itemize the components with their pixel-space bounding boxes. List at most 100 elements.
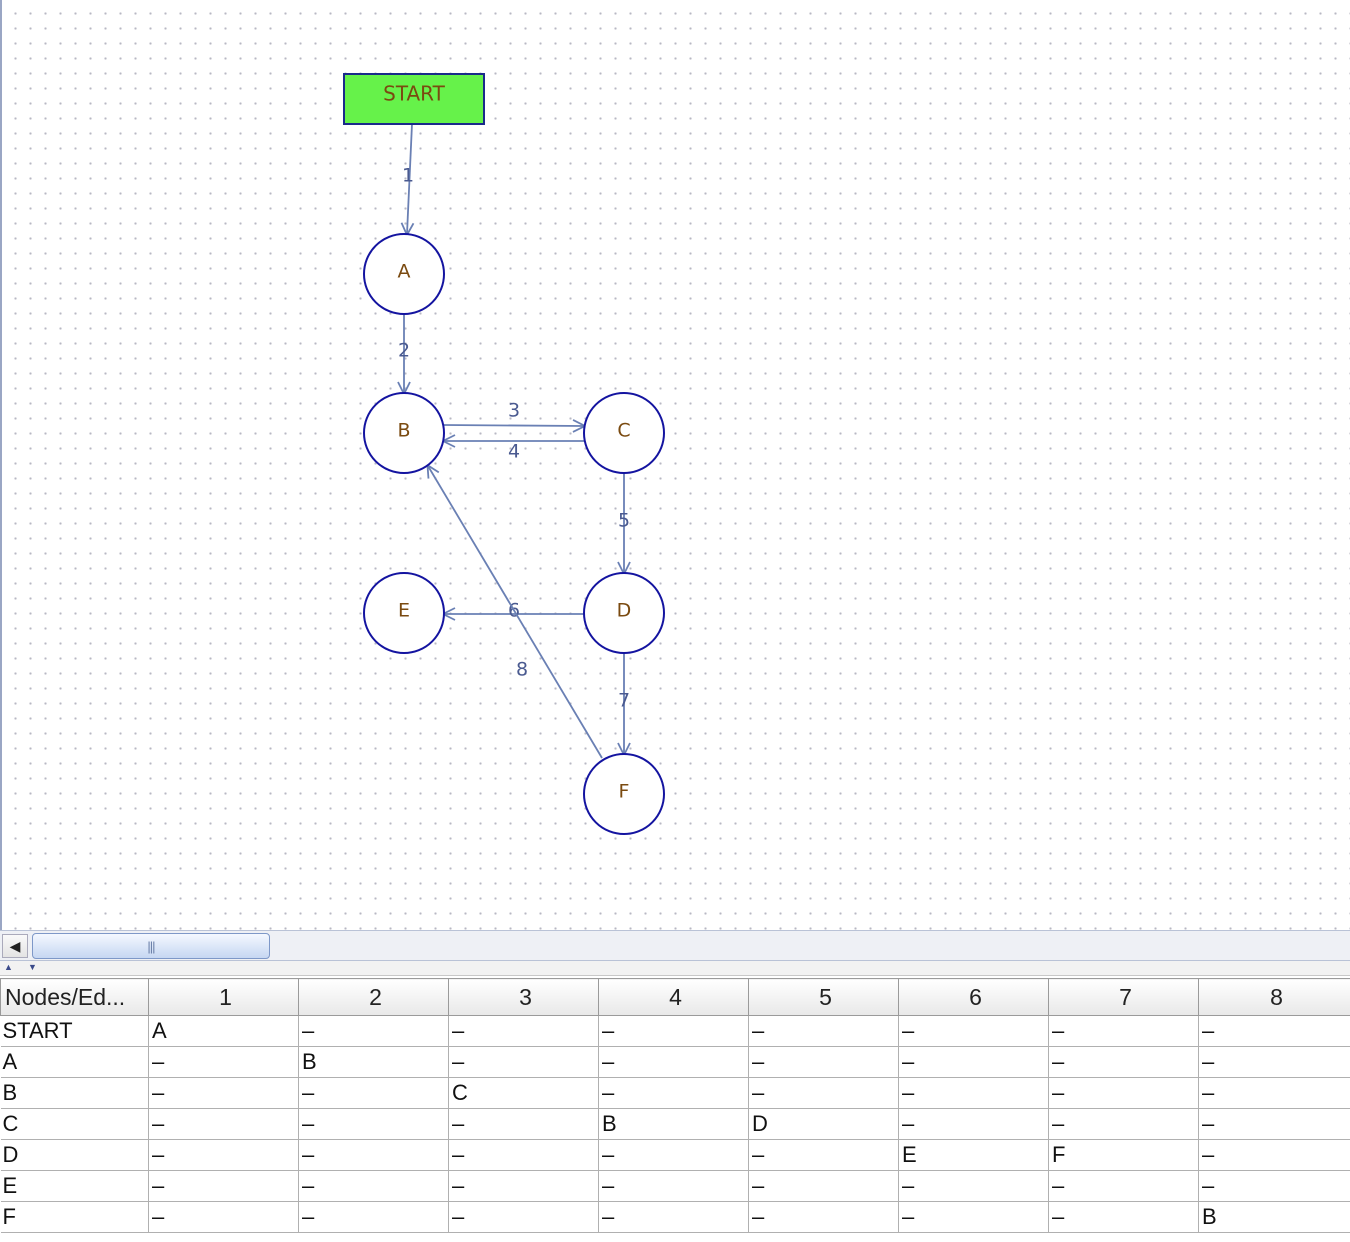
table-cell[interactable]: – [898,1046,1049,1078]
table-cell[interactable]: C [448,1077,599,1109]
edge-2[interactable]: 2 [398,314,410,393]
table-cell[interactable]: – [748,1015,899,1047]
header-edge-7[interactable]: 7 [1048,978,1199,1016]
table-cell[interactable]: – [448,1046,599,1078]
node-circle[interactable] [583,572,665,654]
table-cell[interactable]: – [1198,1170,1350,1202]
table-cell[interactable]: – [898,1108,1049,1140]
table-cell[interactable]: – [748,1170,899,1202]
table-cell[interactable]: – [598,1201,749,1233]
horizontal-scrollbar[interactable]: ◀ ||| [0,930,1350,961]
edge-line[interactable] [443,425,584,426]
node-c[interactable]: C [583,392,665,474]
table-cell[interactable]: – [1198,1077,1350,1109]
table-cell[interactable]: – [598,1170,749,1202]
header-edge-2[interactable]: 2 [298,978,449,1016]
table-cell[interactable]: – [748,1139,899,1171]
node-circle[interactable] [583,392,665,474]
node-f[interactable]: F [583,753,665,835]
scroll-left-button[interactable]: ◀ [2,934,28,958]
table-cell[interactable]: – [148,1139,299,1171]
row-node-label[interactable]: START [0,1015,149,1047]
node-circle[interactable] [363,233,445,315]
node-e[interactable]: E [363,572,445,654]
header-edge-3[interactable]: 3 [448,978,599,1016]
header-edge-6[interactable]: 6 [898,978,1049,1016]
table-cell[interactable]: A [148,1015,299,1047]
table-cell[interactable]: – [448,1015,599,1047]
table-cell[interactable]: – [298,1015,449,1047]
table-cell[interactable]: – [298,1139,449,1171]
table-row[interactable]: E–––––––– [0,1170,1350,1202]
table-cell[interactable]: – [748,1201,899,1233]
table-cell[interactable]: – [1048,1077,1199,1109]
table-cell[interactable]: D [748,1108,899,1140]
table-cell[interactable]: B [1198,1201,1350,1233]
arrow-up-icon[interactable]: ▲ [4,962,13,972]
table-cell[interactable]: – [298,1170,449,1202]
edge-1[interactable]: 1 [402,123,414,234]
row-node-label[interactable]: A [0,1046,149,1078]
header-edge-8[interactable]: 8 [1198,978,1350,1016]
table-cell[interactable]: – [448,1108,599,1140]
edge-4[interactable]: 4 [444,441,584,463]
table-cell[interactable]: B [298,1046,449,1078]
start-node[interactable]: START [343,73,485,125]
table-cell[interactable]: – [298,1108,449,1140]
row-node-label[interactable]: C [0,1108,149,1140]
table-cell[interactable]: – [148,1170,299,1202]
table-cell[interactable]: F [1048,1139,1199,1171]
table-cell[interactable]: – [898,1201,1049,1233]
edge-5[interactable]: 5 [618,473,630,573]
table-cell[interactable]: – [748,1077,899,1109]
node-a[interactable]: A [363,233,445,315]
table-cell[interactable]: – [448,1139,599,1171]
node-circle[interactable] [363,392,445,474]
table-cell[interactable]: – [148,1201,299,1233]
table-cell[interactable]: – [1048,1170,1199,1202]
table-cell[interactable]: – [898,1170,1049,1202]
table-cell[interactable]: – [598,1077,749,1109]
row-node-label[interactable]: B [0,1077,149,1109]
table-cell[interactable]: – [298,1077,449,1109]
edge-line[interactable] [428,466,603,759]
header-edge-4[interactable]: 4 [598,978,749,1016]
edge-3[interactable]: 3 [443,400,584,427]
row-node-label[interactable]: E [0,1170,149,1202]
node-b[interactable]: B [363,392,445,474]
table-row[interactable]: A–B–––––– [0,1046,1350,1078]
row-node-label[interactable]: D [0,1139,149,1171]
table-cell[interactable]: – [298,1201,449,1233]
table-cell[interactable]: – [448,1201,599,1233]
edge-line[interactable] [407,123,412,234]
node-circle[interactable] [363,572,445,654]
table-cell[interactable]: – [598,1139,749,1171]
table-cell[interactable]: – [1198,1015,1350,1047]
scroll-thumb[interactable]: ||| [32,933,270,959]
table-cell[interactable]: – [148,1046,299,1078]
table-cell[interactable]: – [1198,1139,1350,1171]
table-cell[interactable]: – [1048,1201,1199,1233]
edge-8[interactable]: 8 [428,466,603,759]
table-cell[interactable]: B [598,1108,749,1140]
node-circle[interactable] [583,753,665,835]
edge-7[interactable]: 7 [618,653,630,754]
header-nodes-edges[interactable]: Nodes/Ed... [0,978,149,1016]
start-node-box[interactable] [343,73,485,125]
table-cell[interactable]: – [1048,1108,1199,1140]
arrow-down-icon[interactable]: ▼ [28,962,37,972]
node-d[interactable]: D [583,572,665,654]
table-row[interactable]: F–––––––B [0,1201,1350,1233]
table-cell[interactable]: – [1198,1046,1350,1078]
table-cell[interactable]: – [1198,1108,1350,1140]
table-cell[interactable]: E [898,1139,1049,1171]
table-cell[interactable]: – [448,1170,599,1202]
table-cell[interactable]: – [1048,1015,1199,1047]
header-edge-1[interactable]: 1 [148,978,299,1016]
row-node-label[interactable]: F [0,1201,149,1233]
table-row[interactable]: B––C––––– [0,1077,1350,1109]
